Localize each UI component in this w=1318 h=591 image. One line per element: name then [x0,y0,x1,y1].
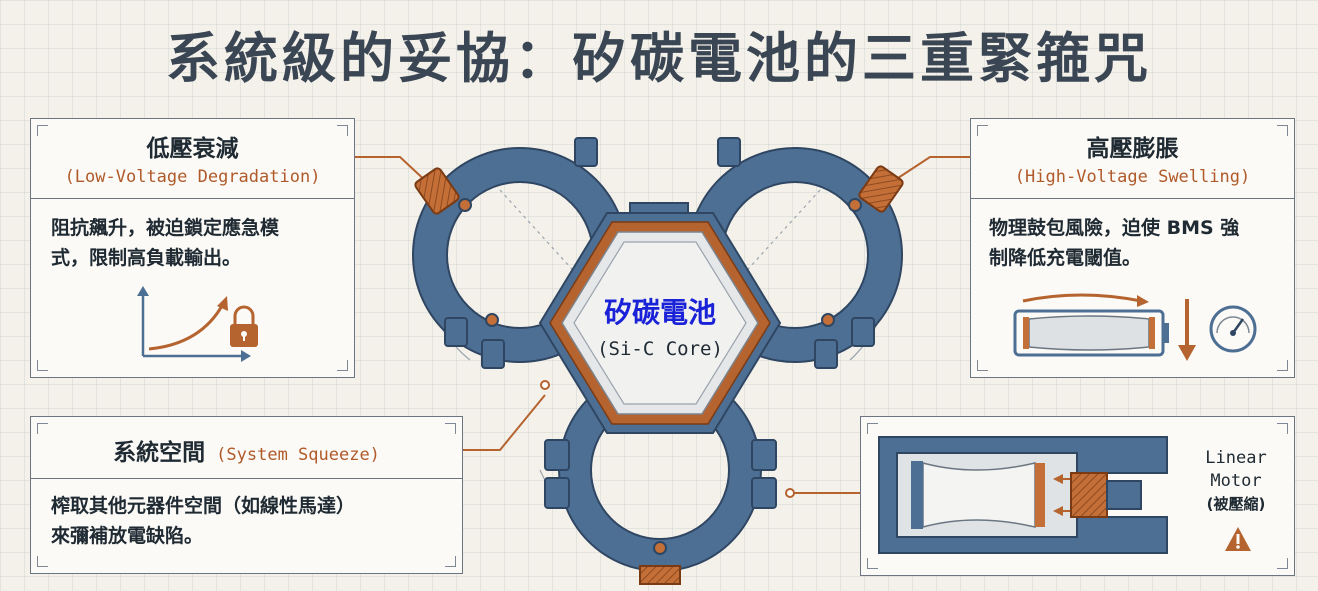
leader-lines [355,156,970,494]
low-voltage-header: 低壓衰減 (Low-Voltage Degradation) [31,119,354,199]
down-arrow-icon [1178,299,1196,361]
low-voltage-title: 低壓衰減 [146,136,239,162]
core-label-zh: 矽碳電池 [604,296,716,329]
high-voltage-card: 高壓膨脹 (High-Voltage Swelling) 物理鼓包風險，迫使 B… [970,118,1295,378]
low-voltage-description: 阻抗飆升，被迫鎖定應急模 式，限制高負載輸出。 [51,217,280,269]
high-voltage-description: 物理鼓包風險，迫使 BMS 強 制降低充電閾值。 [989,217,1240,269]
high-voltage-title: 高壓膨脹 [1086,136,1179,162]
low-voltage-card: 低壓衰減 (Low-Voltage Degradation) 阻抗飆升，被迫鎖定… [30,118,355,378]
swelling-diagram [1013,293,1257,361]
rising-curve-icon [137,286,258,362]
linear-motor-diagram [878,436,1168,554]
system-squeeze-title: 系統空間 [113,440,206,466]
system-squeeze-card: 系統空間 (System Squeeze) 榨取其他元器件空間（如線性馬達） 來… [30,416,463,574]
swelling-battery-icon [1013,309,1169,357]
system-squeeze-description: 榨取其他元器件空間（如線性馬達） 來彌補放電缺陷。 [51,495,356,547]
si-c-core [538,212,782,434]
page-title: 系統級的妥協：矽碳電池的三重緊箍咒 [166,27,1152,90]
padlock-icon [230,305,258,347]
copper-clamp-right [858,165,904,213]
copper-clamp-left [414,167,460,215]
high-voltage-header: 高壓膨脹 (High-Voltage Swelling) [971,119,1294,199]
copper-clamp-bottom [639,565,681,585]
linear-motor-card: Linear Motor (被壓縮) [860,416,1295,576]
core-label-en: (Si-C Core) [597,338,723,360]
high-voltage-subtitle: (High-Voltage Swelling) [1014,167,1251,187]
gauge-icon [1209,305,1257,353]
low-voltage-subtitle: (Low-Voltage Degradation) [64,167,321,187]
warning-icon [1225,527,1251,551]
motor-label: Linear Motor (被壓縮) [1205,448,1267,513]
system-squeeze-subtitle: (System Squeeze) [216,445,380,465]
system-squeeze-header: 系統空間 (System Squeeze) [31,417,462,479]
